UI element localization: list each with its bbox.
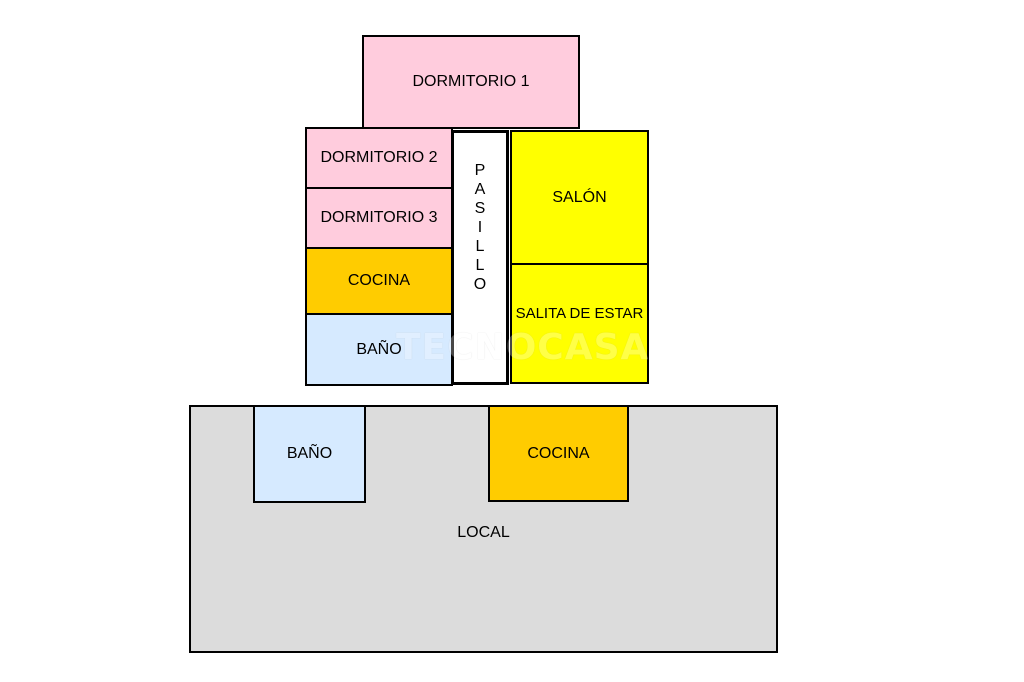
room-label: BAÑO <box>356 340 402 358</box>
room-pasillo: P A S I L L O <box>451 130 509 385</box>
room-label: DORMITORIO 3 <box>320 209 438 226</box>
room-label: BAÑO <box>286 445 333 462</box>
pasillo-letter: I <box>477 219 483 236</box>
room-cocina-upper: COCINA <box>305 247 453 315</box>
room-cocina-local: COCINA <box>488 405 629 502</box>
pasillo-letter: S <box>474 200 486 217</box>
room-label: COCINA <box>527 444 590 462</box>
pasillo-vertical-label: P A S I L L O <box>474 161 486 294</box>
room-bano-upper: BAÑO <box>305 313 453 386</box>
room-salon: SALÓN <box>510 130 649 265</box>
room-dormitorio-3: DORMITORIO 3 <box>305 187 453 249</box>
pasillo-letter: A <box>474 181 486 198</box>
room-label: SALÓN <box>552 188 607 206</box>
room-label: COCINA <box>347 272 411 289</box>
room-dormitorio-1: DORMITORIO 1 <box>362 35 580 129</box>
room-salita-de-estar: SALITA DE ESTAR <box>510 263 649 384</box>
room-bano-local: BAÑO <box>253 405 366 503</box>
pasillo-letter: P <box>474 162 486 179</box>
pasillo-letter: O <box>473 276 487 293</box>
room-dormitorio-2: DORMITORIO 2 <box>305 127 453 189</box>
pasillo-letter: L <box>475 257 485 274</box>
room-label: SALITA DE ESTAR <box>515 305 644 322</box>
room-label: LOCAL <box>457 524 510 541</box>
pasillo-letter: L <box>475 238 485 255</box>
room-label: DORMITORIO 1 <box>412 73 530 90</box>
room-label: DORMITORIO 2 <box>320 149 438 166</box>
